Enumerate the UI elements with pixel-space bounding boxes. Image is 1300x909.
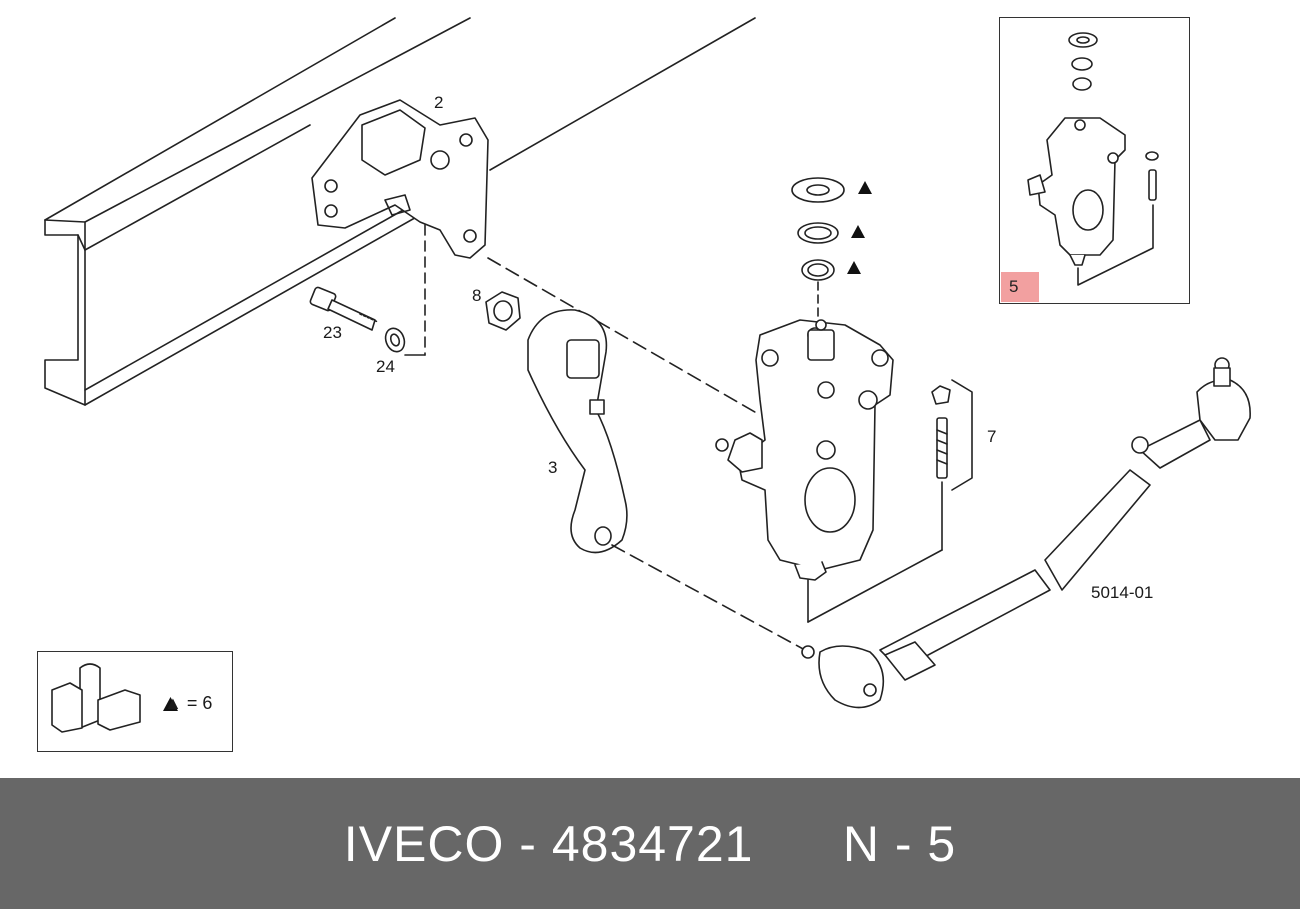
bolt-part-23: [309, 286, 379, 331]
triangle-markers: [847, 181, 872, 274]
callout-8: 8: [472, 286, 482, 305]
inset-callout-5: 5: [1001, 272, 1039, 302]
legend-triangle: [163, 697, 178, 711]
inset-box: [999, 17, 1190, 304]
callout-24: 24: [376, 357, 395, 376]
steering-assembly-drawing: [44, 17, 1251, 733]
footer-gap: [753, 816, 842, 872]
callout-23: 23: [323, 323, 342, 342]
callout-3: 3: [548, 458, 558, 477]
drawing-code: 5014-01: [1091, 583, 1154, 602]
callout-7: 7: [987, 427, 997, 446]
inset-gear-illustration: [1027, 32, 1159, 266]
footer-title: IVECO - 4834721 N - 5: [344, 815, 956, 873]
drag-link: [801, 357, 1251, 709]
footer-brand: IVECO: [343, 815, 505, 872]
seal-stack: [791, 177, 845, 281]
bracket-part-2: [311, 99, 489, 259]
footer-ref: N - 5: [842, 815, 957, 872]
footer-bar: IVECO - 4834721 N - 5: [0, 778, 1300, 909]
footer-part-number: 4834721: [551, 815, 754, 872]
chassis-frame-rail: [44, 17, 756, 406]
legend-text: ▲ = 6: [164, 693, 213, 713]
pitman-arm-part-3: [527, 309, 628, 554]
steering-gear-box: [715, 319, 894, 581]
legend-box: [37, 651, 233, 752]
nut-part-8: [485, 291, 521, 331]
callout-2: 2: [434, 93, 444, 112]
washer-part-24: [384, 327, 406, 353]
footer-separator: -: [504, 815, 552, 872]
repair-kit-icon: [51, 663, 141, 733]
stud-part-7: [931, 385, 951, 479]
